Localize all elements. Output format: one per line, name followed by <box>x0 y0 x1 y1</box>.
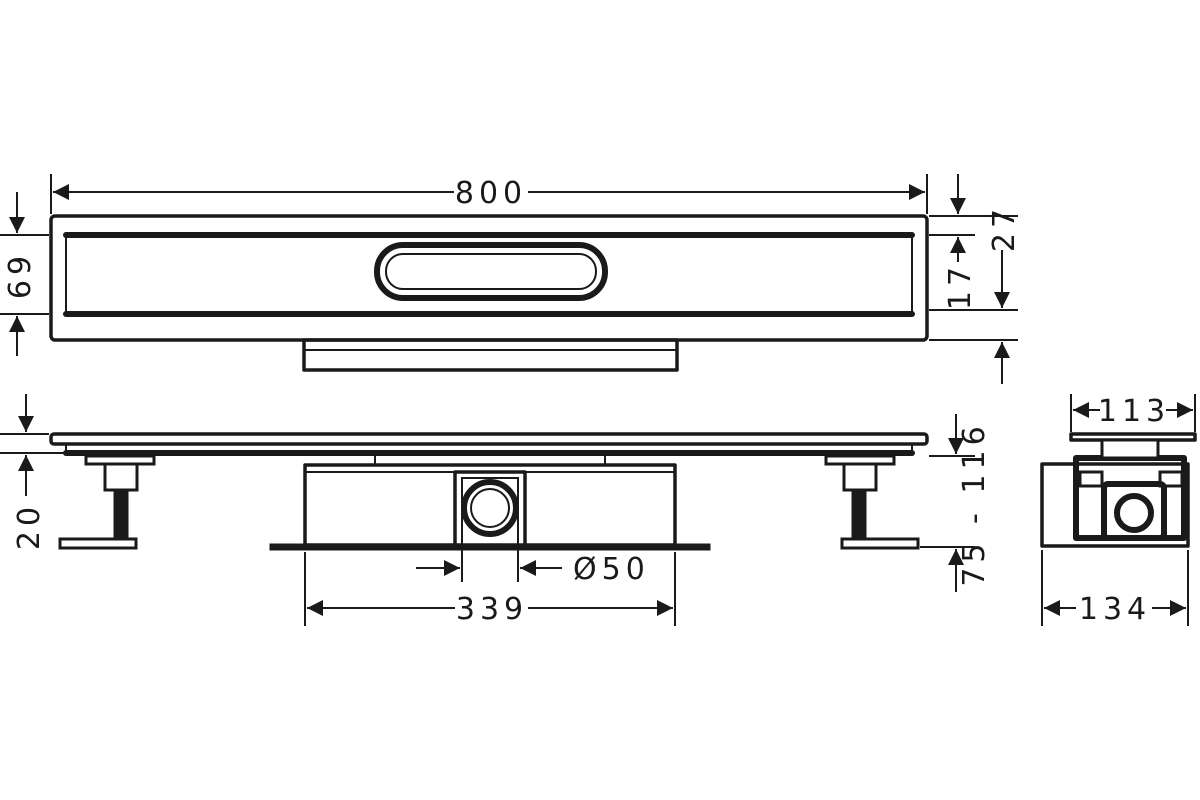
dimension-right-heights: 17 27 <box>929 174 1022 384</box>
dim-text-800: 800 <box>455 176 527 211</box>
dim-text-27: 27 <box>987 204 1022 252</box>
dimension-overall-length: 800 <box>50 174 928 214</box>
dim-text-diameter-50: Ø50 <box>573 552 650 587</box>
dim-text-134: 134 <box>1079 592 1151 627</box>
dimension-body-length: 339 <box>304 552 676 627</box>
dimension-outlet-diameter: Ø50 <box>416 548 650 587</box>
dimension-section-width-bottom: 134 <box>1041 550 1189 627</box>
dim-text-20: 20 <box>12 502 47 550</box>
dim-text-339: 339 <box>456 592 528 627</box>
dim-text-17: 17 <box>943 262 978 310</box>
dimension-section-width-top: 113 <box>1070 394 1196 432</box>
dimension-install-height: 75 - 116 <box>920 414 992 592</box>
dim-text-69: 69 <box>3 251 38 299</box>
dim-text-75-116: 75 - 116 <box>957 421 992 586</box>
dimension-frame-height: 69 <box>0 192 49 356</box>
side-view <box>49 432 929 551</box>
dimension-cover-thickness: 20 <box>0 394 64 550</box>
dim-text-113: 113 <box>1098 394 1170 429</box>
top-view <box>49 214 929 372</box>
section-view <box>1040 432 1197 548</box>
